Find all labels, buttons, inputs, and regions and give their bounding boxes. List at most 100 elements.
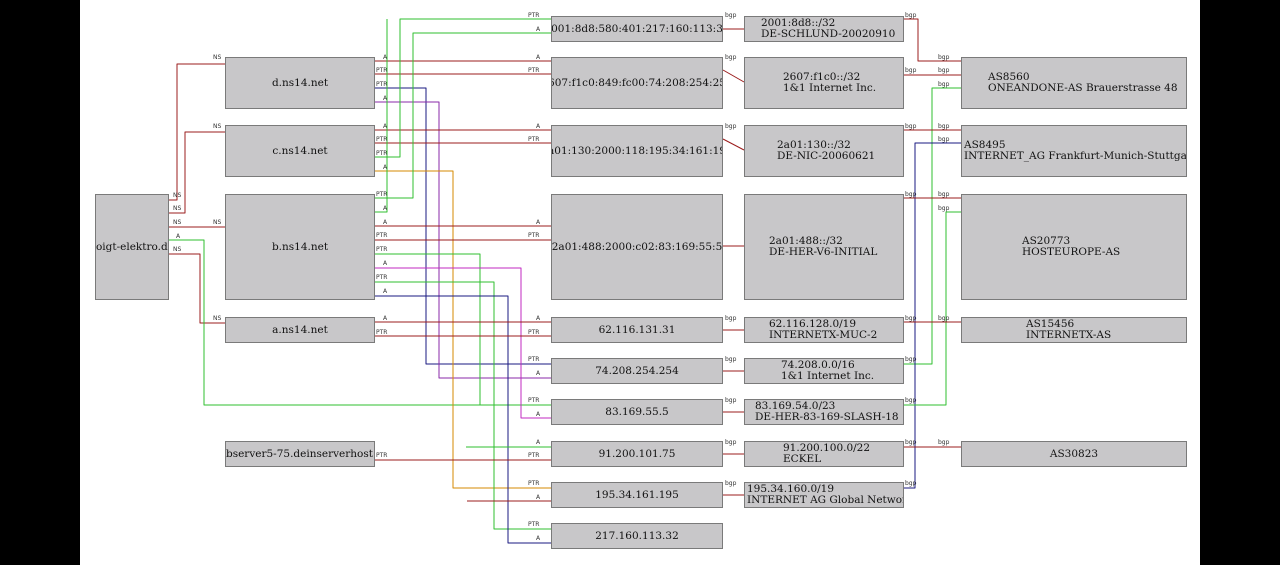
node-ip-62[interactable]: 62.116.131.31: [551, 317, 723, 343]
edge-label-ptr: PTR: [528, 67, 540, 74]
edge-label-a: A: [536, 123, 541, 130]
node-as8560[interactable]: AS8560 ONEANDONE-AS Brauerstrasse 48: [961, 57, 1187, 109]
edge-label-ptr: PTR: [376, 81, 388, 88]
edge-bgp-2001-as8560: [904, 18, 961, 62]
edge-label-a: A: [536, 439, 541, 446]
prefix-name: 1&1 Internet Inc.: [783, 82, 877, 94]
node-ip-83[interactable]: 83.169.55.5: [551, 399, 723, 425]
node-ip-v6-her[interactable]: 2a01:488:2000:c02:83:169:55:5: [551, 194, 723, 300]
node-webserver[interactable]: webserver5-75.deinserverhost.de: [225, 441, 375, 467]
node-ns-c[interactable]: c.ns14.net: [225, 125, 375, 177]
edge-bgp-195-as8495: [904, 142, 961, 489]
node-ns-d[interactable]: d.ns14.net: [225, 57, 375, 109]
node-ns-c-label: c.ns14.net: [272, 144, 328, 157]
edge-label-bgp: bgp: [725, 439, 737, 446]
node-ip-91[interactable]: 91.200.101.75: [551, 441, 723, 467]
prefix-name: INTERNET AG Global Network: [747, 494, 904, 506]
node-ip-v6-denic[interactable]: 2a01:130:2000:118:195:34:161:195: [551, 125, 723, 177]
node-ip-label: 195.34.161.195: [595, 488, 679, 501]
edge-label-ptr: PTR: [528, 521, 540, 528]
node-ip-195[interactable]: 195.34.161.195: [551, 482, 723, 508]
prefix-name: DE-NIC-20060621: [777, 150, 876, 162]
edge-label-bgp: bgp: [725, 123, 737, 130]
node-ns-a[interactable]: a.ns14.net: [225, 317, 375, 343]
node-domain-label: voigt-elektro.de: [95, 240, 168, 253]
node-prefix-83[interactable]: 83.169.54.0/23 DE-HER-83-169-SLASH-18: [744, 399, 904, 425]
node-prefix-2a01-130[interactable]: 2a01:130::/32 DE-NIC-20060621: [744, 125, 904, 177]
node-ip-label: 2001:8d8:580:401:217:160:113:32: [551, 22, 723, 35]
node-ip-217[interactable]: 217.160.113.32: [551, 523, 723, 549]
asn-name: ONEANDONE-AS Brauerstrasse 48: [988, 82, 1178, 94]
node-prefix-2a01-488[interactable]: 2a01:488::/32 DE-HER-V6-INITIAL: [744, 194, 904, 300]
prefix-cidr: 91.200.100.0/22: [783, 442, 871, 454]
edge-a-c-195: [375, 170, 551, 489]
edge-label-ptr: PTR: [376, 150, 388, 157]
edge-label-a: A: [536, 315, 541, 322]
prefix-cidr: 74.208.0.0/16: [781, 359, 855, 371]
edge-label-ptr: PTR: [528, 480, 540, 487]
edge-label-ptr: PTR: [376, 246, 388, 253]
prefix-name: 1&1 Internet Inc.: [781, 370, 875, 382]
node-as8495[interactable]: AS8495 INTERNET_AG Frankfurt-Munich-Stut…: [961, 125, 1187, 177]
edge-label-bgp: bgp: [905, 480, 917, 487]
edge-label-a: A: [176, 233, 181, 240]
edge-label-ns: NS: [213, 315, 222, 322]
edge-label-a: A: [536, 535, 541, 542]
prefix-cidr: 62.116.128.0/19: [769, 318, 857, 330]
prefix-cidr: 195.34.160.0/19: [747, 483, 835, 495]
graph-canvas: voigt-elektro.de d.ns14.net c.ns14.net b…: [80, 0, 1200, 565]
asn-number: AS20773: [1022, 235, 1071, 247]
edge-label-ptr: PTR: [376, 452, 388, 459]
edge-a-domain: [169, 239, 551, 406]
edge-label-bgp: bgp: [905, 356, 917, 363]
edge-label-a: A: [383, 54, 388, 61]
edge-label-bgp: bgp: [905, 191, 917, 198]
edge-label-ptr: PTR: [376, 67, 388, 74]
edge-ptr-b-83: [375, 253, 481, 405]
edge-ptr-b-2001: [375, 32, 551, 199]
edge-label-bgp: bgp: [725, 480, 737, 487]
prefix-name: INTERNETX-MUC-2: [769, 329, 878, 341]
edge-ns-a: [169, 253, 225, 324]
node-as30823[interactable]: AS30823: [961, 441, 1187, 467]
prefix-cidr: 2607:f1c0::/32: [783, 71, 861, 83]
prefix-name: ECKEL: [783, 453, 822, 465]
edge-ns-d: [169, 63, 225, 201]
node-prefix-2001[interactable]: 2001:8d8::/32 DE-SCHLUND-20020910: [744, 16, 904, 42]
edge-label-ns: NS: [173, 192, 182, 199]
edge-label-a: A: [536, 411, 541, 418]
edge-bgp-ip-prefix-1: [722, 69, 745, 83]
edge-label-ptr: PTR: [376, 232, 388, 239]
edge-label-ptr: PTR: [528, 356, 540, 363]
node-prefix-2607[interactable]: 2607:f1c0::/32 1&1 Internet Inc.: [744, 57, 904, 109]
asn-name: INTERNETX-AS: [1026, 329, 1112, 341]
node-ns-d-label: d.ns14.net: [271, 76, 329, 89]
node-as15456[interactable]: AS15456 INTERNETX-AS: [961, 317, 1187, 343]
edge-bgp-83-as20773: [904, 211, 961, 406]
edge-label-a: A: [383, 315, 388, 322]
node-ip-v6-1and1-b[interactable]: 2607:f1c0:849:fc00:74:208:254:254: [551, 57, 723, 109]
node-prefix-91[interactable]: 91.200.100.0/22 ECKEL: [744, 441, 904, 467]
node-ns-b-label: b.ns14.net: [271, 240, 329, 253]
edge-label-ptr: PTR: [528, 329, 540, 336]
node-ip-label: 2607:f1c0:849:fc00:74:208:254:254: [552, 76, 723, 89]
edge-label-ptr: PTR: [528, 12, 540, 19]
prefix-cidr: 2001:8d8::/32: [761, 17, 836, 29]
edge-label-a: A: [383, 219, 388, 226]
node-ip-label: 91.200.101.75: [598, 447, 676, 460]
edge-bgp-74-as8560: [904, 87, 961, 365]
node-ns-b[interactable]: b.ns14.net: [225, 194, 375, 300]
edge-label-bgp: bgp: [938, 123, 950, 130]
node-domain[interactable]: voigt-elektro.de: [95, 194, 169, 300]
node-prefix-195[interactable]: 195.34.160.0/19 INTERNET AG Global Netwo…: [744, 482, 904, 508]
node-ip-v6-1and1-a[interactable]: 2001:8d8:580:401:217:160:113:32: [551, 16, 723, 42]
node-prefix-62[interactable]: 62.116.128.0/19 INTERNETX-MUC-2: [744, 317, 904, 343]
edge-a-b-2001: [375, 19, 388, 213]
asn-number: AS15456: [1026, 318, 1075, 330]
prefix-name: DE-HER-V6-INITIAL: [769, 246, 878, 258]
node-prefix-74[interactable]: 74.208.0.0/16 1&1 Internet Inc.: [744, 358, 904, 384]
node-as20773[interactable]: AS20773 HOSTEUROPE-AS: [961, 194, 1187, 300]
edge-label-a: A: [383, 123, 388, 130]
edge-label-bgp: bgp: [938, 136, 950, 143]
node-ip-74[interactable]: 74.208.254.254: [551, 358, 723, 384]
